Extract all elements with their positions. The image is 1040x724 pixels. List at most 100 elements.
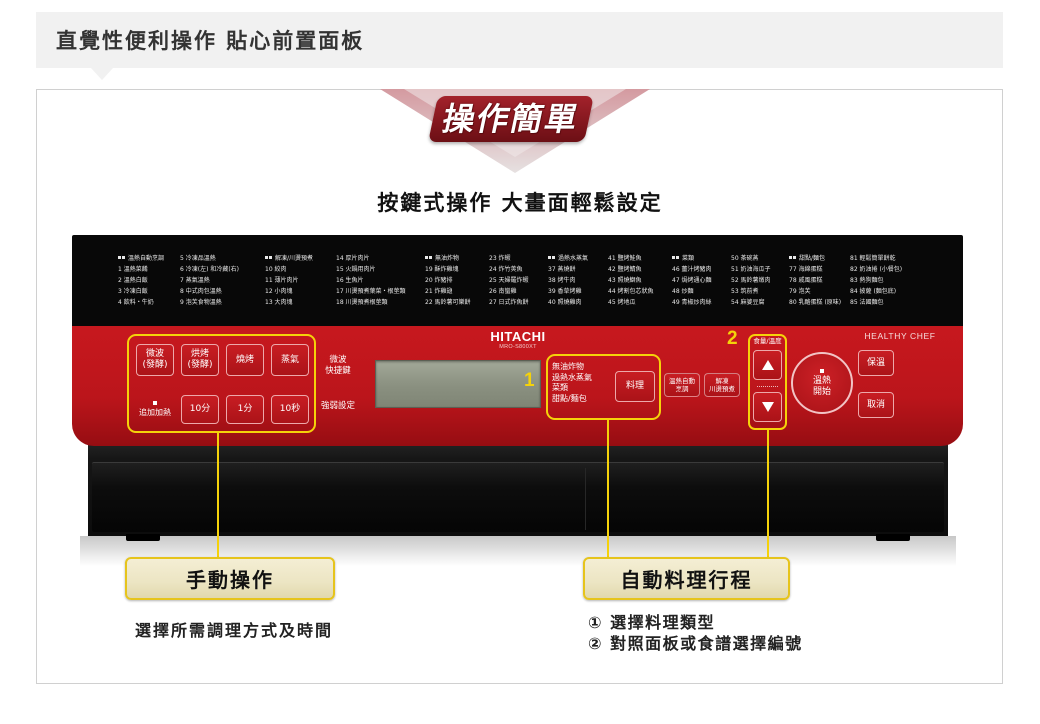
category-marker-icon (118, 256, 121, 259)
menu-entry: 54 麻婆豆腐 (731, 297, 789, 308)
menu-entry-label: 27 日式炸魚餅 (489, 299, 529, 306)
menu-entry-label: 25 天婦羅炸蝦 (489, 277, 529, 284)
menu-entry: 42 鹽烤鯖魚 (608, 264, 672, 275)
auto-category: 過熱水蒸氣 (552, 372, 592, 382)
banner-badge: 操作簡單 (428, 96, 594, 142)
menu-entry: 3 冷凍白飯 (118, 286, 180, 297)
auto-category: 無油炸物 (552, 362, 584, 371)
power-setting-label: 強弱設定 (320, 401, 355, 411)
auto-category: 甜點/麵包 (552, 393, 587, 403)
auto-menu-highlight (546, 354, 661, 420)
menu-column: 無油炸物 19 酥炸雞塊 20 炸豬排 21 炸雞翅 22 馬鈴薯可樂餅 (425, 253, 489, 308)
category-marker-icon (672, 256, 675, 259)
menu-entry-label: 54 麻婆豆腐 (731, 299, 765, 306)
adjust-highlight (748, 334, 787, 430)
model-number: MRO-S800XT (499, 344, 537, 350)
menu-entry-label: 5 冷凍品溫熱 (180, 255, 216, 262)
menu-entry-label: 13 大肉塊 (265, 299, 293, 306)
category-marker-icon (425, 256, 428, 259)
menu-entry-label: 1 溫熱菜餚 (118, 266, 148, 273)
menu-entry-label: 20 炸豬排 (425, 277, 453, 284)
menu-entry-label: 過熱水蒸氣 (558, 255, 589, 262)
menu-entry-label: 解凍/川燙預煮 (275, 255, 314, 262)
menu-entry: 17 川燙預煮葉菜・根莖類 (336, 286, 425, 297)
menu-entry-label: 51 奶油海瓜子 (731, 266, 771, 273)
microwave-ferment-button: 微波 (發酵) (136, 344, 174, 376)
menu-entry: 80 乳酪蛋糕 (原味) (789, 297, 850, 308)
menu-entry-label: 溫熱自動烹調 (128, 255, 165, 262)
bake-ferment-button: 烘烤 (發酵) (181, 344, 219, 376)
menu-entry-label: 19 酥炸雞塊 (425, 266, 459, 273)
one-minute-button: 1分 (226, 395, 264, 424)
manual-callout-line (217, 433, 219, 557)
menu-entry: 18 川燙預煮根莖類 (336, 297, 425, 308)
menu-entry-label: 82 奶油捲 (小餐包) (850, 266, 903, 273)
auto-category-list: 無油炸物 過熱水蒸氣 菜類 甜點/麵包 (552, 362, 592, 404)
menu-category: 菜類 (672, 253, 731, 264)
menu-entry-label: 39 香草烤雞 (548, 288, 582, 295)
menu-entry: 81 輕鬆簡單餅乾 (850, 253, 935, 264)
menu-entry: 11 薄片肉片 (265, 275, 336, 286)
menu-entry: 43 照燒鰤魚 (608, 275, 672, 286)
menu-entry-label: 45 烤地瓜 (608, 299, 636, 306)
menu-entry: 15 火鍋用肉片 (336, 264, 425, 275)
menu-entry: 78 戚風蛋糕 (789, 275, 850, 286)
menu-entry: 45 烤地瓜 (608, 297, 672, 308)
menu-entry-label: 79 泡芙 (789, 288, 811, 295)
oven-door-seam (585, 468, 586, 530)
menu-entry: 7 蒸氣溫熱 (180, 275, 265, 286)
section-header: 直覺性便利操作 貼心前置面板 (36, 12, 1003, 68)
menu-entry: 12 小肉塊 (265, 286, 336, 297)
lcd-display (375, 360, 541, 408)
menu-entry-label: 52 馬鈴薯燉肉 (731, 277, 771, 284)
steam-button: 蒸氣 (271, 344, 309, 376)
banner-title: 操作簡單 (438, 100, 584, 138)
menu-entry-label: 2 溫熱白飯 (118, 277, 148, 284)
menu-category: 無油炸物 (425, 253, 489, 264)
menu-entry-label: 43 照燒鰤魚 (608, 277, 642, 284)
category-marker-icon (789, 256, 792, 259)
menu-entry: 46 薑汁烤豬肉 (672, 264, 731, 275)
auto-cooking-step: ② 對照面板或食譜選擇編號 (588, 634, 803, 653)
auto-category: 菜類 (552, 383, 568, 392)
menu-entry-label: 48 炒麵 (672, 288, 694, 295)
menu-entry-label: 26 南蠻雞 (489, 288, 517, 295)
menu-entry-label: 37 蒸燒餅 (548, 266, 576, 273)
menu-entry-label: 41 鹽烤鮭魚 (608, 255, 642, 262)
menu-entry: 53 筑前煮 (731, 286, 789, 297)
oven-menu-band (72, 235, 963, 326)
menu-entry: 1 溫熱菜餚 (118, 264, 180, 275)
manual-time-buttons: 追加加熱 10分 1分 10秒 (136, 395, 309, 424)
oven-foot-right (876, 534, 910, 541)
menu-entry-label: 3 冷凍白飯 (118, 288, 148, 295)
indicator-light-icon (820, 368, 824, 373)
menu-entry-label: 22 馬鈴薯可樂餅 (425, 299, 471, 306)
menu-entry-label: 80 乳酪蛋糕 (原味) (789, 299, 842, 306)
menu-entry-label: 甜點/麵包 (799, 255, 826, 262)
adjust-callout-line (767, 430, 769, 557)
menu-entry-label: 16 生魚片 (336, 277, 364, 284)
menu-entry: 5 冷凍品溫熱 (180, 253, 265, 264)
auto-reheat-button: 溫熱自動 烹調 (664, 373, 700, 397)
menu-entry: 40 照燒雞肉 (548, 297, 608, 308)
menu-entry: 21 炸雞翅 (425, 286, 489, 297)
menu-entry: 48 炒麵 (672, 286, 731, 297)
menu-entry-label: 85 法國麵包 (850, 299, 884, 306)
reheat-start-label: 溫熱 開始 (812, 375, 831, 397)
keep-warm-button: 保溫 (858, 350, 894, 376)
menu-entry-label: 84 披薩 (麵包底) (850, 288, 897, 295)
menu-entry-label: 46 薑汁烤豬肉 (672, 266, 712, 273)
menu-entry: 10 絞肉 (265, 264, 336, 275)
menu-entry: 14 厚片肉片 (336, 253, 425, 264)
menu-entry-label: 6 冷凍(左) 和冷藏(右) (180, 266, 239, 273)
menu-entry: 51 奶油海瓜子 (731, 264, 789, 275)
up-arrow-icon (761, 360, 774, 370)
menu-entry: 82 奶油捲 (小餐包) (850, 264, 935, 275)
